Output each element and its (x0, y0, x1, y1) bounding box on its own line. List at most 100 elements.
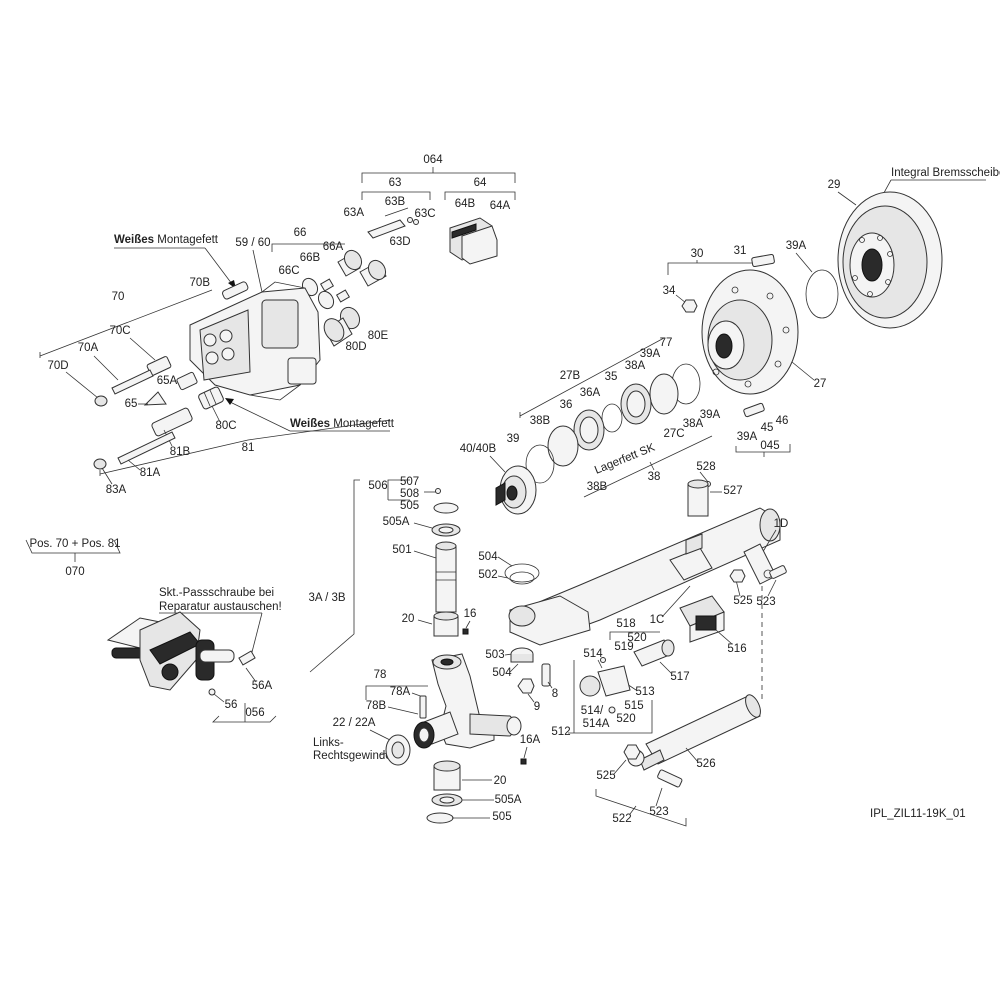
callout-27B: 27B (560, 370, 581, 382)
callout-070: 070 (65, 566, 84, 578)
callout-056: 056 (245, 707, 264, 719)
callout-35: 35 (605, 371, 618, 383)
callout-528: 528 (696, 461, 715, 473)
drawing-id: IPL_ZIL11-19K_01 (870, 808, 966, 820)
integral-disc-label: Integral Bremsscheibe (891, 167, 1000, 179)
callout-66A: 66A (323, 241, 344, 253)
callout-63C: 63C (414, 208, 435, 220)
bolt-note-line1: Skt.-Passschraube bei (159, 587, 274, 599)
callout-502: 502 (478, 569, 497, 581)
callout-39: 39 (507, 433, 520, 445)
callout-526: 526 (696, 758, 715, 770)
callout-31: 31 (734, 245, 747, 257)
callout-81A: 81A (140, 467, 161, 479)
callout-525-a: 525 (733, 595, 752, 607)
abs-ring-40: 40/40B (460, 443, 537, 515)
callout-38A-2: 38A (683, 418, 704, 430)
callout-507: 507 (400, 476, 419, 488)
caliper-seals (301, 249, 387, 347)
callout-16: 16 (464, 608, 477, 620)
callout-517: 517 (670, 671, 689, 683)
callout-514: 514 (583, 648, 603, 660)
callout-9: 9 (534, 701, 540, 713)
bolt-note-line2: Reparatur austauschen! (159, 601, 282, 613)
combo-text: Pos. 70 + Pos. 81 (29, 538, 120, 550)
callout-38B-1: 38B (530, 415, 551, 427)
brake-pads: 64B 64A (449, 198, 511, 265)
callout-514A: 514A (583, 718, 610, 730)
lower-bushings: 16A 20 505A 505 (426, 734, 541, 824)
callout-83A: 83A (106, 484, 127, 496)
callout-27: 27 (814, 378, 827, 390)
bearing-group: 27B 77 39A 38A 35 36A 36 38B 39 39A 38A … (507, 337, 721, 498)
callout-56A: 56A (252, 680, 273, 692)
steering-damper-bracket: 528 527 525 523 (687, 461, 787, 608)
callout-81: 81 (242, 442, 255, 454)
callout-522: 522 (612, 813, 631, 825)
callout-39A-2: 39A (700, 409, 721, 421)
callout-65: 65 (125, 398, 138, 410)
callout-65A: 65A (157, 375, 178, 387)
callout-77: 77 (660, 337, 673, 349)
seal-502-504: 504 502 503 504 (478, 551, 540, 679)
callout-38: 38 (648, 471, 661, 483)
callout-518: 518 (616, 618, 635, 630)
callout-59-60: 59 / 60 (235, 237, 270, 249)
brake-disc: 29 Integral Bremsscheibe (828, 167, 1000, 329)
callout-523-b: 523 (649, 806, 668, 818)
callout-63B: 63B (385, 196, 406, 208)
axle-beam: 1C 1D (508, 507, 789, 646)
callout-78B: 78B (366, 700, 387, 712)
callout-508: 508 (400, 488, 419, 500)
callout-504-b: 504 (492, 667, 512, 679)
callout-39A-top: 39A (786, 240, 807, 252)
seal-39A-top: 39A (786, 240, 839, 319)
callout-46: 46 (776, 415, 789, 427)
callout-70: 70 (112, 291, 125, 303)
callout-80E: 80E (368, 330, 389, 342)
callout-1D: 1D (774, 518, 789, 530)
callout-505-b: 505 (492, 811, 511, 823)
callout-70A: 70A (78, 342, 99, 354)
grease-top-text: Weißes Montagefett (114, 234, 219, 246)
callout-29: 29 (828, 179, 841, 191)
combo-note: Pos. 70 + Pos. 81 070 (25, 538, 121, 578)
thread-nut-22: 22 / 22A Links- Rechtsgewinde (313, 717, 411, 766)
callout-8: 8 (552, 688, 558, 700)
callout-39A-1: 39A (640, 348, 661, 360)
caliper-callouts: 59 / 60 66 66A 66B 66C 80E 80D (235, 227, 388, 353)
callout-506: 506 (368, 480, 387, 492)
note-056: Skt.-Passschraube bei Reparatur austausc… (159, 587, 282, 661)
guide-pins: 70B 70 70C 70A 70D 65A 65 80C 81B 81 81A… (39, 277, 391, 496)
callout-66: 66 (294, 227, 307, 239)
callout-3A-3B: 3A / 3B (308, 592, 345, 604)
hub-assembly: 30 31 34 27 (663, 245, 827, 395)
callout-504-a: 504 (478, 551, 498, 563)
callout-519: 519 (614, 641, 633, 653)
callout-20-a: 20 (402, 613, 415, 625)
callout-505A-a: 505A (383, 516, 410, 528)
callout-520-b: 520 (616, 713, 635, 725)
callout-63D: 63D (389, 236, 410, 248)
callout-501: 501 (392, 544, 411, 556)
callout-516: 516 (727, 643, 746, 655)
king-pin-group: 506 507 508 505 505A 501 3A / 3B 20 16 (308, 476, 477, 673)
hub-bolts-045: 46 45 39A 045 (735, 402, 791, 457)
callout-66C: 66C (278, 265, 299, 277)
callout-36A: 36A (580, 387, 601, 399)
callout-64A: 64A (490, 200, 511, 212)
callout-56: 56 (225, 699, 238, 711)
callout-70D: 70D (47, 360, 68, 372)
grease-mid-text: Weißes Montagefett (290, 418, 395, 430)
callout-70B: 70B (190, 277, 211, 289)
callout-70C: 70C (109, 325, 130, 337)
steering-damper: 526 525 523 522 (595, 586, 763, 827)
caliper-body (189, 281, 321, 401)
thread-line1: Links- (313, 737, 344, 749)
callout-39A-low: 39A (737, 431, 758, 443)
callout-505-a: 505 (400, 500, 419, 512)
callout-63A: 63A (344, 207, 365, 219)
callout-34: 34 (663, 285, 676, 297)
